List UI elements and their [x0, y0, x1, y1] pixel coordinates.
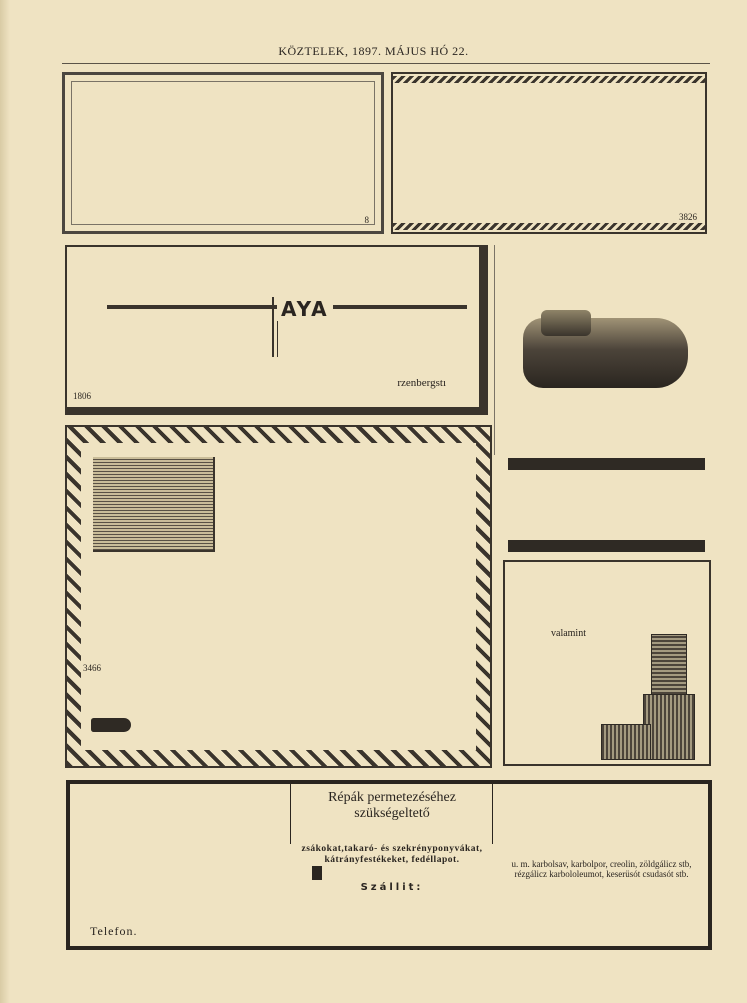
ad-bottom-text: zsákokat,takaró- és szekrényponyvákat, k…	[292, 844, 492, 866]
pointing-hand-icon	[91, 718, 131, 732]
stove-body	[643, 694, 695, 760]
ad-top-right: 3826	[391, 72, 707, 234]
ad-bottom: Répák permetezéséhez szükségeltető zsáko…	[66, 780, 712, 950]
ad-bottom-line-1: zsákokat,takaró- és szekrényponyvákat,	[301, 844, 483, 854]
zigzag-border-bottom	[393, 223, 705, 230]
ad-lower-right-text: valamint	[551, 628, 586, 639]
column-divider-right	[492, 784, 493, 844]
column-divider-left	[290, 784, 291, 844]
ad-mid-right	[494, 245, 708, 455]
boiler-illustration	[523, 300, 691, 390]
ad-top-left-number: 8	[364, 215, 370, 225]
ad-bottom-line-2: kátrányfestékeket, fedéllapot.	[324, 855, 460, 865]
ad-bottom-right-text: u. m. karbolsav, karbolpor, creolin, zöl…	[494, 859, 709, 879]
ad-top-right-number: 3826	[679, 212, 697, 222]
ad-bottom-right-line-2: rézgálicz karbololeumot, keserüsót csuda…	[514, 869, 689, 879]
header-rule	[62, 63, 710, 64]
vertical-rule	[272, 297, 274, 357]
vertical-rule-thin	[277, 297, 278, 357]
black-band-1	[508, 458, 705, 470]
ad-mid-left-street: rzenbergstı	[397, 377, 446, 389]
zigzag-border-top	[393, 76, 705, 83]
stove-illustration	[601, 634, 695, 760]
black-band-2	[508, 540, 705, 552]
m-mark	[312, 866, 322, 880]
frame-shadow-bottom	[67, 407, 486, 415]
ad-bottom-ship-label: Szállit:	[360, 882, 424, 893]
stove-base	[601, 724, 651, 760]
ad-lower-left: 3466	[65, 425, 492, 768]
ad-top-left-inner-frame	[71, 81, 375, 225]
ad-lower-right: valamint	[503, 560, 711, 766]
castle-engraving	[93, 457, 215, 552]
ad-bottom-telefon: Telefon.	[90, 924, 138, 938]
ad-mid-left-number: 1806	[73, 391, 91, 401]
frame-shadow-right	[479, 247, 488, 413]
boiler-cap	[541, 310, 591, 336]
ad-bottom-right-line-1: u. m. karbolsav, karbolpor, creolin, zöl…	[511, 859, 692, 869]
ad-bottom-title: Répák permetezéséhez szükségeltető	[328, 790, 456, 821]
ad-lower-left-number: 3466	[83, 663, 101, 673]
ad-top-left: 8	[62, 72, 384, 234]
ad-mid-left: AYA 1806 rzenbergstı	[65, 245, 488, 415]
page-header: KÖZTELEK, 1897. MÁJUS HÓ 22.	[278, 44, 469, 58]
page-gutter	[0, 0, 10, 1003]
ad-mid-left-headline: AYA	[277, 297, 333, 321]
ad-lower-left-inner: 3466	[81, 443, 476, 750]
